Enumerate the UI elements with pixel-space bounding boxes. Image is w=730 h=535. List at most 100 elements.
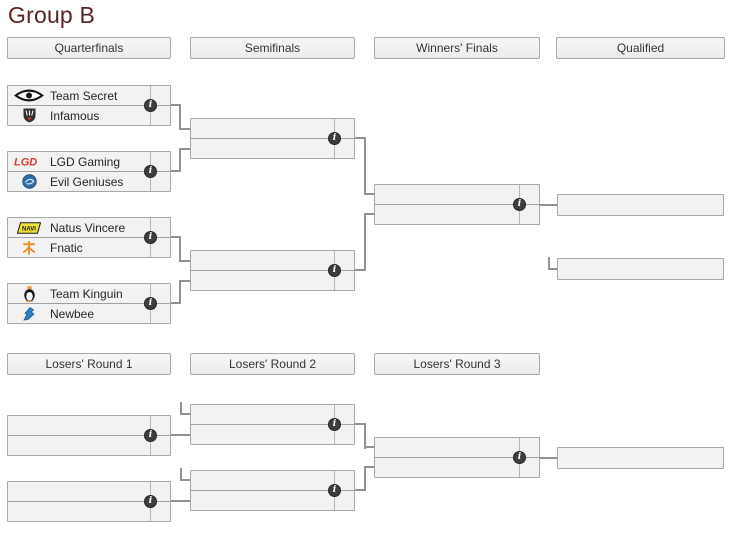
row-divider [8,303,170,304]
bracket-connector [171,104,180,106]
team-row-empty [375,438,519,457]
match-info-icon[interactable]: i [144,429,157,442]
match-info-icon[interactable]: i [144,99,157,112]
team-row-team-secret[interactable]: Team Secret [8,86,150,105]
team-row-team-kinguin[interactable]: Team Kinguin [8,284,150,303]
team-name: Evil Geniuses [50,174,124,189]
team-row-fnatic[interactable]: Fnatic [8,238,150,257]
team-row-infamous[interactable]: Infamous [8,106,150,125]
match-info-icon[interactable]: i [328,264,341,277]
match-info-icon[interactable]: i [328,484,341,497]
row-divider [8,501,170,502]
bracket-connector [180,413,190,415]
round-header-label: Qualified [616,41,665,55]
bracket-connector [364,423,366,449]
team-row-lgd-gaming[interactable]: LGD LGD Gaming [8,152,150,171]
team-name: Team Secret [50,88,118,103]
bracket-connector [180,479,190,481]
bracket-connector [179,128,190,130]
match-losers-round1-1: i [7,415,171,456]
match-info-icon[interactable]: i [328,132,341,145]
team-row-empty [375,458,519,477]
round-header-losers-round-1: Losers' Round 1 [7,353,171,375]
match-quarterfinal-1: Team Secret Infamous i [7,85,171,126]
match-info-icon[interactable]: i [328,418,341,431]
team-row-evil-geniuses[interactable]: Evil Geniuses [8,172,150,191]
bracket-connector [364,213,366,271]
round-header-label: Semifinals [244,41,301,55]
bracket-connector [171,434,190,436]
lgd-logo-text: LGD [14,157,37,169]
bracket-connector [355,137,364,139]
match-losers-round3: i [374,437,540,478]
bracket-connector [548,268,557,270]
bracket-connector [179,280,181,304]
round-header-quarterfinals: Quarterfinals [7,37,171,59]
team-name: Newbee [50,306,95,321]
team-row-empty [375,185,519,204]
row-divider [191,138,354,139]
bracket-connector [179,148,190,150]
bracket-connector [171,302,180,304]
bracket-connector [179,280,190,282]
natus-vincere-logo-icon: NAVI [8,221,50,234]
bracket-connector [364,466,366,491]
round-header-qualified: Qualified [556,37,725,59]
round-header-label: Losers' Round 2 [228,357,316,371]
row-divider [375,457,539,458]
bracket-connector [548,257,550,270]
match-info-icon[interactable]: i [144,231,157,244]
bracket-connector [171,500,190,502]
team-row-empty [191,119,334,138]
row-divider [191,270,354,271]
bracket-connector [364,137,366,195]
bracket-connector [364,193,374,195]
row-divider [8,171,170,172]
bracket-connector [180,402,182,415]
bracket-connector [364,466,374,468]
match-info-icon[interactable]: i [513,451,526,464]
match-info-icon[interactable]: i [513,198,526,211]
bracket-connector [540,457,557,459]
bracket-connector [364,446,374,448]
match-semifinal-2: i [190,250,355,291]
round-header-losers-round-2: Losers' Round 2 [190,353,355,375]
bracket-connector [355,269,364,271]
bracket-connector [179,260,190,262]
bracket-connector [355,489,364,491]
row-divider [8,435,170,436]
evil-geniuses-logo-icon [8,174,50,189]
team-row-empty [191,139,334,158]
qualified-slot-2 [557,258,724,280]
row-divider [191,490,354,491]
match-quarterfinal-3: NAVI Natus Vincere Fnatic i [7,217,171,258]
match-losers-round2-2: i [190,470,355,511]
team-name: LGD Gaming [50,154,121,169]
bracket-connector [171,170,180,172]
match-losers-round1-2: i [7,481,171,522]
match-info-icon[interactable]: i [144,495,157,508]
round-header-losers-round-3: Losers' Round 3 [374,353,540,375]
losers-qualified-slot [557,447,724,469]
bracket-connector [364,213,374,215]
match-quarterfinal-4: Team Kinguin Newbee i [7,283,171,324]
team-row-empty [191,271,334,290]
round-header-label: Losers' Round 3 [413,357,501,371]
infamous-logo-icon [8,108,50,123]
match-info-icon[interactable]: i [144,165,157,178]
match-winners-finals: i [374,184,540,225]
fnatic-logo-icon [8,240,50,255]
round-header-winners-finals: Winners' Finals [374,37,540,59]
team-row-empty [191,425,334,444]
team-row-natus-vincere[interactable]: NAVI Natus Vincere [8,218,150,237]
match-semifinal-1: i [190,118,355,159]
team-row-empty [8,416,150,435]
qualified-slot-1 [557,194,724,216]
team-kinguin-logo-icon [8,285,50,302]
match-info-icon[interactable]: i [144,297,157,310]
match-losers-round2-1: i [190,404,355,445]
team-row-newbee[interactable]: Newbee [8,304,150,323]
bracket-connector [179,148,181,172]
round-header-semifinals: Semifinals [190,37,355,59]
